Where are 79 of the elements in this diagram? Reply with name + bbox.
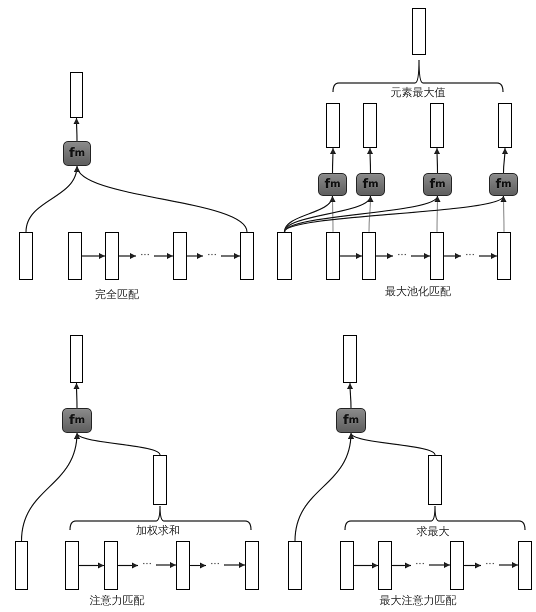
arrow [284,196,334,232]
vector-box [518,541,532,590]
arrow [76,166,248,232]
arrow [376,253,393,259]
vector-box [19,232,33,280]
vector-box [15,541,28,590]
arrow [330,148,336,173]
vector-box [428,455,442,505]
arrow [74,383,80,408]
vector-box [498,103,512,148]
arrow [354,562,378,568]
arrow [79,562,104,568]
vector-box [497,232,511,280]
arrow [82,253,105,259]
arrow [284,196,438,232]
panel-caption: 最大注意力匹配 [380,595,456,608]
arrow [434,148,440,173]
arrow [502,148,508,173]
arrow [367,148,374,173]
vector-box [430,232,444,280]
arrow [392,562,411,568]
vector-box [70,335,83,383]
arrow [156,562,176,568]
arrow [221,253,240,259]
vector-box [288,541,302,590]
vector-box [363,103,377,148]
arrow [284,196,372,232]
vector-box [326,232,340,280]
arrow [224,562,245,568]
arrow [74,118,80,141]
vector-box [153,455,167,505]
ellipsis: ··· [203,250,221,262]
bracket-label: 元素最大值 [390,87,446,100]
ellipsis: ··· [411,559,429,571]
arrow [499,562,518,568]
arrow [411,253,430,259]
arrow [284,196,504,232]
bracket-label: 加权求和 [136,525,180,538]
vector-box [326,103,340,148]
ellipsis: ··· [136,250,154,262]
arrow [464,562,481,568]
bracket-label: 求最大 [416,526,450,538]
arrow [118,562,138,568]
vector-box [378,541,392,590]
arrow [190,562,206,568]
vector-box [412,8,426,55]
vector-box [362,232,376,280]
vector-box [240,232,254,280]
vector-box [105,232,119,280]
vector-box [450,541,464,590]
vector-box [340,541,354,590]
arrow [154,253,173,259]
vector-box [104,541,118,590]
ellipsis: ··· [393,250,411,262]
arrow [479,253,497,259]
arrow [444,253,461,259]
arrow [119,253,136,259]
vector-box [65,541,79,590]
vector-box [68,232,82,280]
arrow [350,432,436,456]
vector-box [173,232,187,280]
arrow [429,562,450,568]
vector-box [245,541,259,590]
arrow [347,383,354,408]
arrow [187,253,203,259]
ellipsis: ··· [461,250,479,262]
vector-box [176,541,190,590]
arrow [340,253,362,259]
ellipsis: ··· [481,559,499,571]
panel-caption: 完全匹配 [95,289,139,302]
ellipsis: ··· [138,559,156,571]
panel-caption: 注意力匹配 [90,595,144,608]
ellipsis: ··· [206,559,224,571]
vector-box [70,72,83,118]
vector-box [430,103,444,148]
panel-caption: 最大池化匹配 [385,286,451,298]
arrow [76,432,160,456]
vector-box [343,335,357,383]
vector-box [277,232,292,280]
